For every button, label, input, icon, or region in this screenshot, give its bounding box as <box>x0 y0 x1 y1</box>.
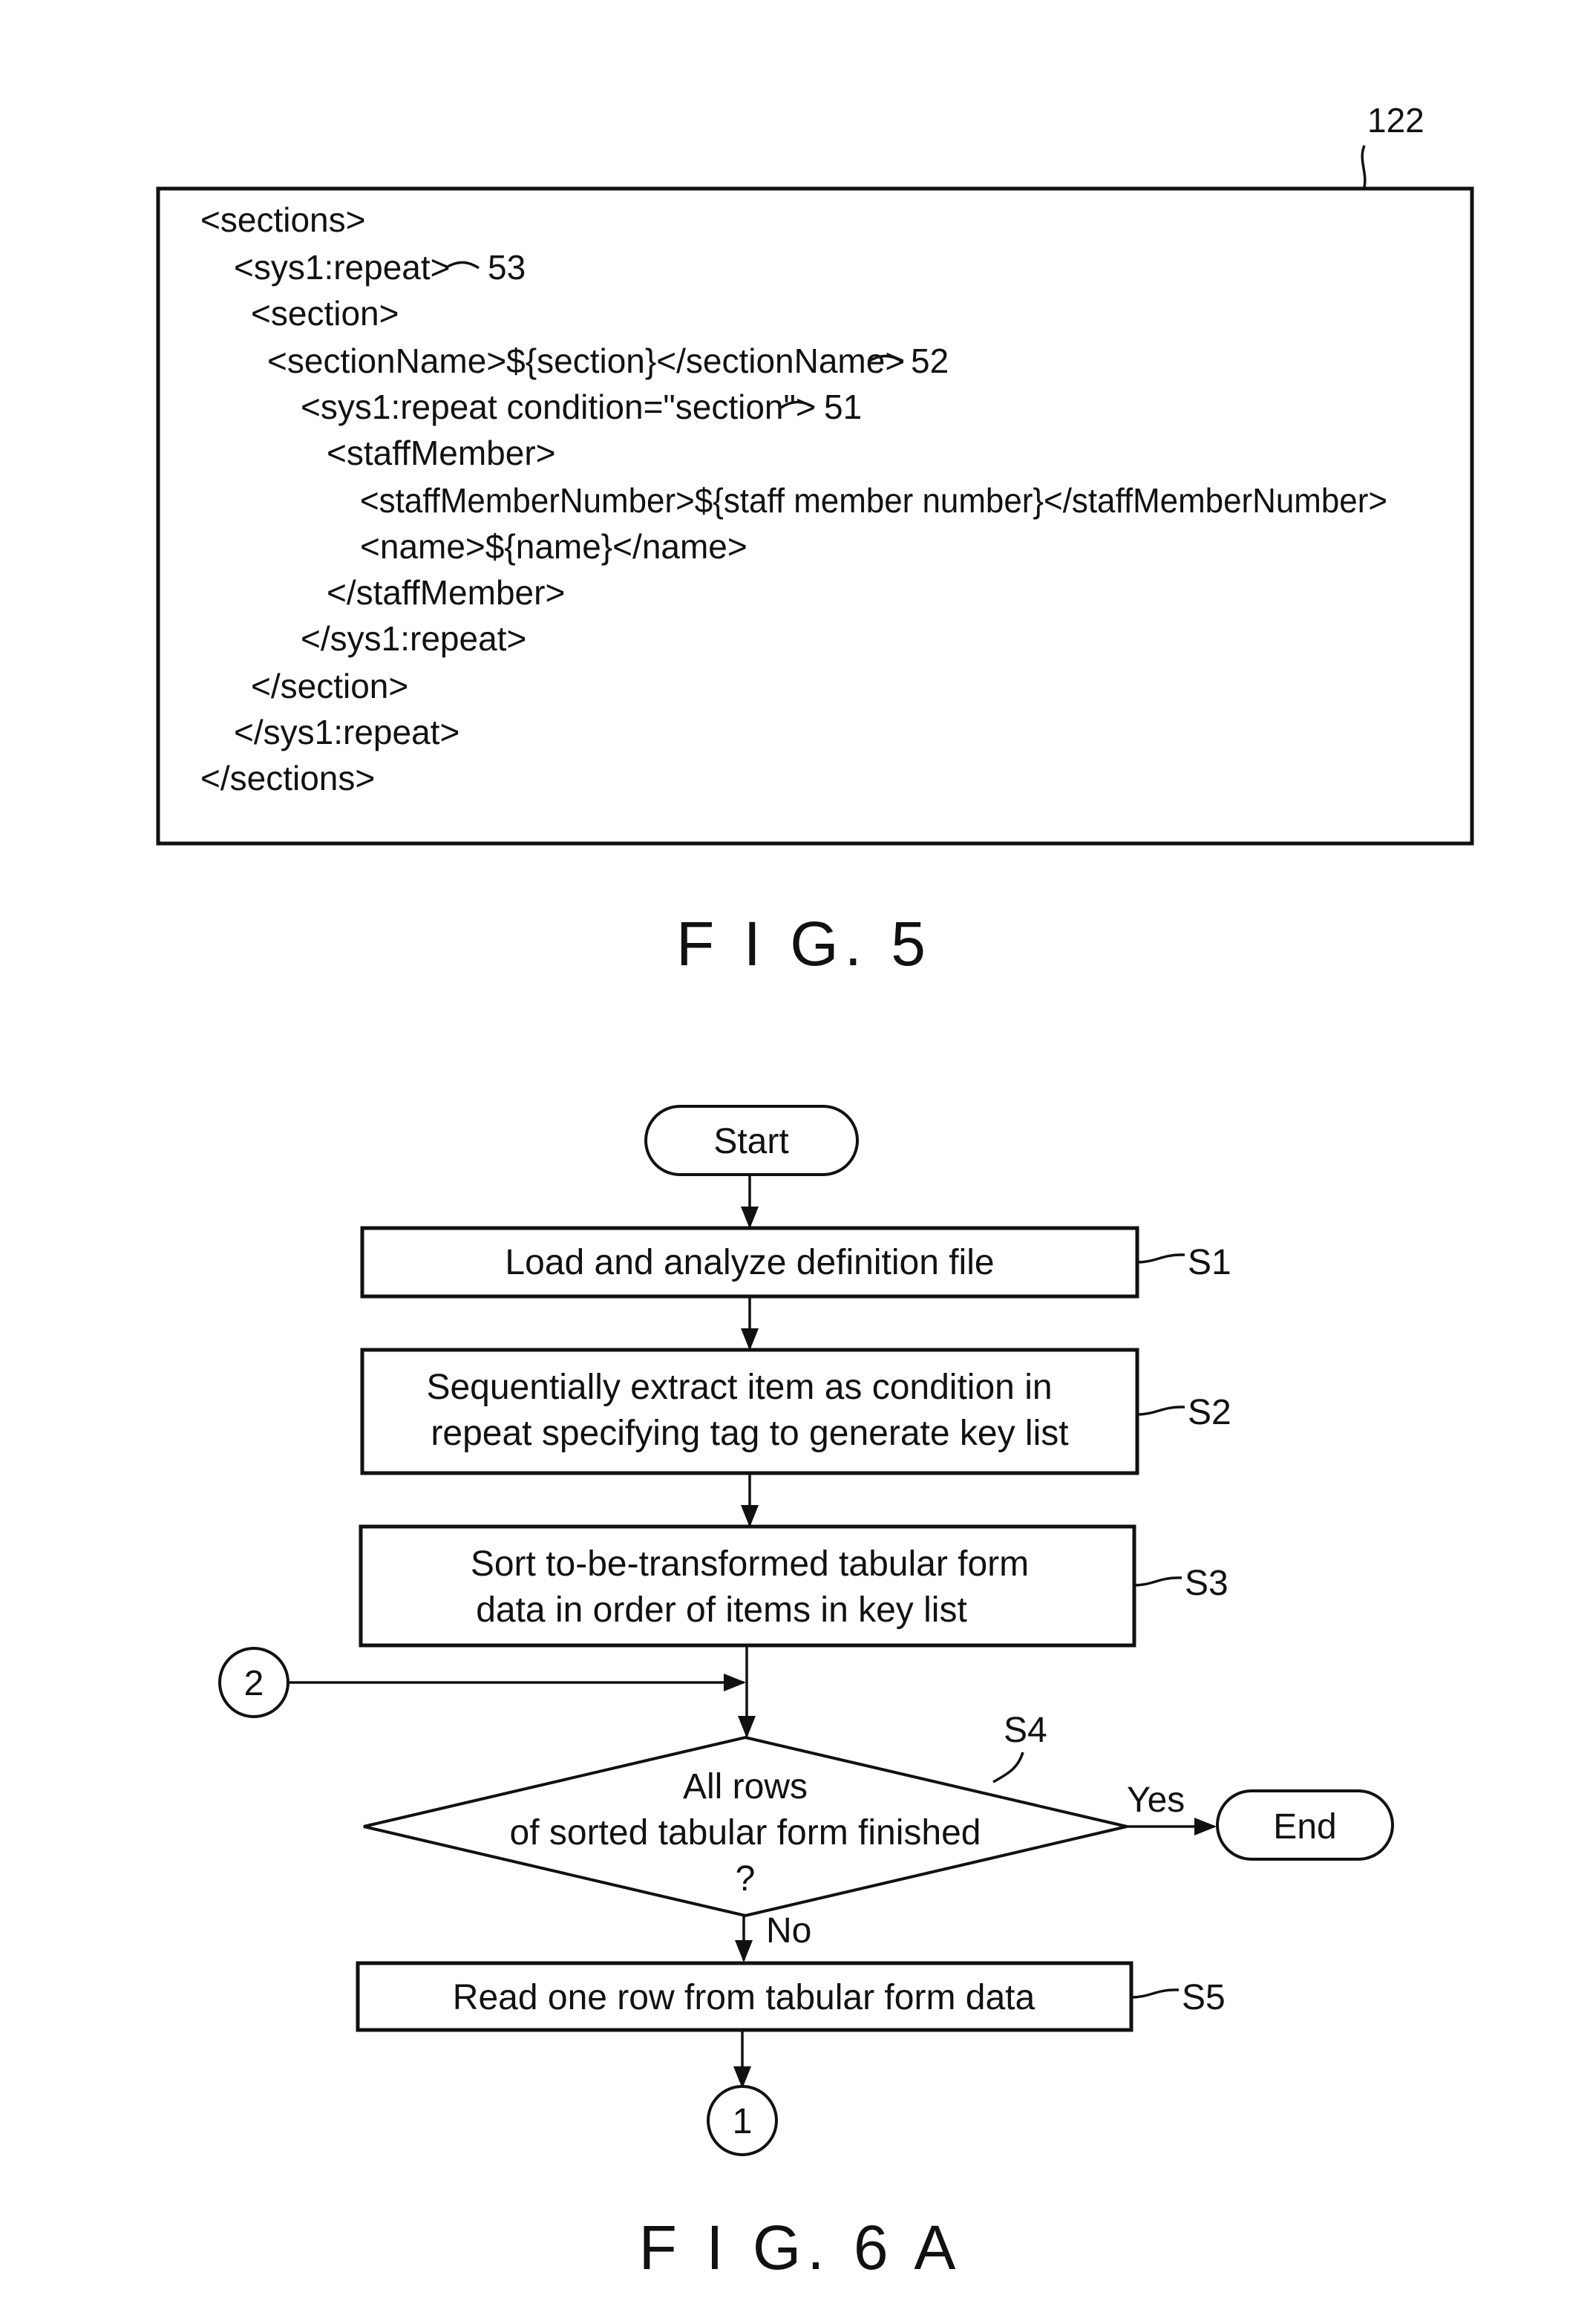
code-line-4-ref: 52 <box>911 342 949 380</box>
step-s5-text: Read one row from tabular form data <box>453 1978 1036 2017</box>
code-line-4: <sectionName>${section}</sectionName> <box>267 342 905 380</box>
code-line-7: <staffMemberNumber>${staff member number… <box>360 481 1387 520</box>
step-s1-text: Load and analyze definition file <box>505 1243 994 1282</box>
connector-1-label: 1 <box>733 2102 753 2141</box>
no-label: No <box>766 1911 811 1951</box>
fig5-ref-label: 122 <box>1367 101 1424 140</box>
code-line-5-ref: 51 <box>824 388 862 426</box>
code-line-9: </staffMember> <box>327 573 565 612</box>
step-s2-text-line2: repeat specifying tag to generate key li… <box>431 1414 1068 1453</box>
step-s2-leader <box>1137 1407 1185 1414</box>
connector-2-label: 2 <box>244 1664 264 1703</box>
step-s1-leader <box>1137 1255 1185 1262</box>
code-line-6: <staffMember> <box>327 434 556 472</box>
code-line-11: </section> <box>251 667 408 705</box>
code-line-10: </sys1:repeat> <box>301 619 526 658</box>
code-line-2: <sys1:repeat> <box>234 248 451 287</box>
step-s2-text-line1: Sequentially extract item as condition i… <box>426 1368 1052 1407</box>
fig6a-flowchart: Start Load and analyze definition file S… <box>220 1106 1393 2282</box>
fig5-figure: 122 <sections> <sys1:repeat> 53 <section… <box>158 101 1472 979</box>
fig5-ref-leader <box>1362 146 1365 187</box>
yes-label: Yes <box>1127 1780 1185 1820</box>
fig6a-caption: F I G. 6 A <box>639 2213 962 2282</box>
step-s3-leader <box>1134 1578 1182 1585</box>
code-line-1: <sections> <box>200 200 365 239</box>
step-s5-leader <box>1131 1990 1179 1997</box>
decision-s4-id: S4 <box>1004 1711 1047 1750</box>
step-s5-id: S5 <box>1182 1978 1226 2017</box>
start-label: Start <box>713 1122 788 1161</box>
code-line-13: </sections> <box>200 759 375 797</box>
code-line-3: <section> <box>251 294 399 333</box>
decision-s4-line2: of sorted tabular form finished <box>510 1813 981 1853</box>
code-line-8: <name>${name}</name> <box>360 527 747 566</box>
step-s3-text-line1: Sort to-be-transformed tabular form <box>471 1544 1029 1584</box>
step-s2-id: S2 <box>1188 1393 1231 1432</box>
code-line-12: </sys1:repeat> <box>234 713 459 751</box>
fig5-caption: F I G. 5 <box>676 909 932 979</box>
step-s3-id: S3 <box>1185 1564 1229 1603</box>
decision-s4-leader <box>993 1752 1023 1782</box>
step-s1-id: S1 <box>1188 1243 1231 1282</box>
step-s3-text-line2: data in order of items in key list <box>476 1590 967 1630</box>
code-line-2-ref: 53 <box>488 248 526 287</box>
end-label: End <box>1273 1807 1336 1847</box>
code-line-5: <sys1:repeat condition="section"> <box>301 388 816 426</box>
decision-s4-line1: All rows <box>683 1767 808 1806</box>
decision-s4-line3: ? <box>736 1859 756 1899</box>
